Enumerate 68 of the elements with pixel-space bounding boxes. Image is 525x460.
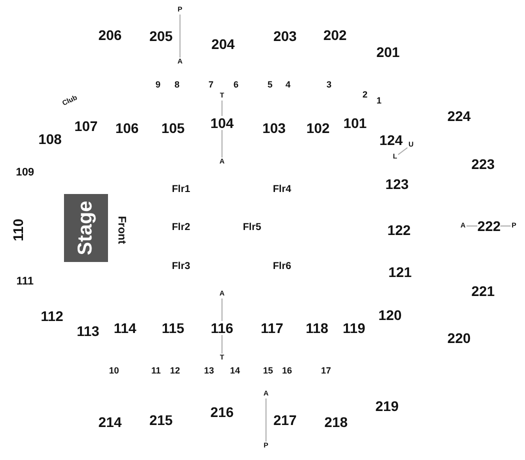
section-number: 110: [11, 218, 25, 242]
section-number: 218: [324, 415, 348, 429]
section-number: 221: [471, 284, 495, 298]
row-number: 4: [286, 80, 290, 90]
floor-section-label: Flr6: [272, 262, 292, 272]
section-number: 217: [273, 413, 297, 427]
section-number: 219: [375, 399, 399, 413]
section-number: 114: [114, 321, 136, 335]
section-number: 223: [471, 157, 495, 171]
floor-section-label: Flr3: [172, 262, 190, 272]
section-number: 116: [210, 321, 234, 335]
section-number: 108: [38, 132, 62, 146]
row-number: 7: [208, 80, 214, 90]
section-number: 124: [379, 133, 403, 147]
section-number: 109: [16, 168, 34, 178]
section-number: 115: [162, 321, 184, 335]
row-number: 11: [151, 366, 161, 376]
section-number: 102: [306, 121, 330, 135]
section-number: 123: [385, 177, 409, 191]
section-number: 215: [149, 413, 173, 427]
section-number: 216: [210, 405, 234, 419]
section-number: 111: [16, 276, 34, 288]
row-number: 17: [321, 366, 331, 376]
row-number: 15: [263, 366, 273, 376]
row-number: 1: [376, 96, 382, 106]
section-number: 122: [387, 223, 411, 237]
floor-section-label: Flr4: [272, 185, 292, 195]
row-number: 14: [230, 366, 240, 376]
row-number: 3: [326, 80, 332, 90]
section-number: 205: [149, 29, 173, 43]
section-number: 105: [161, 121, 185, 135]
section-number: 113: [76, 324, 100, 338]
section-number: 202: [323, 28, 347, 42]
row-number: 10: [109, 366, 119, 376]
row-number: 8: [174, 80, 180, 90]
section-number: 101: [343, 116, 367, 130]
section-number: 121: [388, 265, 412, 279]
row-number: 9: [156, 80, 160, 90]
section-number: 204: [211, 37, 235, 51]
section-number: 118: [306, 321, 328, 335]
row-number: 12: [170, 366, 180, 376]
stage-label: Stage: [74, 200, 98, 256]
section-number: 224: [447, 109, 471, 123]
row-number: 6: [234, 80, 238, 90]
section-number: 104: [210, 116, 234, 130]
stage-block: [64, 194, 108, 262]
floor-section-label: Flr2: [172, 223, 190, 233]
section-number: 214: [98, 415, 122, 429]
section-number: 112: [40, 309, 64, 323]
row-number: 2: [362, 90, 368, 100]
section-number: 201: [376, 45, 400, 59]
floor-section-label: Flr5: [242, 223, 262, 233]
section-number: 203: [273, 29, 297, 43]
section-number: 103: [262, 121, 286, 135]
row-line: [398, 147, 408, 156]
section-number: 106: [115, 121, 139, 135]
section-number: 206: [98, 28, 122, 42]
floor-section-label: Flr1: [172, 185, 190, 195]
section-number: 222: [477, 219, 501, 233]
front-label: Front: [116, 216, 126, 244]
section-number: 107: [74, 119, 98, 133]
section-number: 119: [342, 321, 366, 335]
row-number: 16: [282, 366, 292, 376]
row-number: 5: [268, 80, 272, 90]
section-number: 120: [378, 308, 402, 322]
section-number: 220: [447, 331, 471, 345]
section-number: 117: [260, 321, 284, 335]
row-number: 13: [204, 366, 214, 376]
